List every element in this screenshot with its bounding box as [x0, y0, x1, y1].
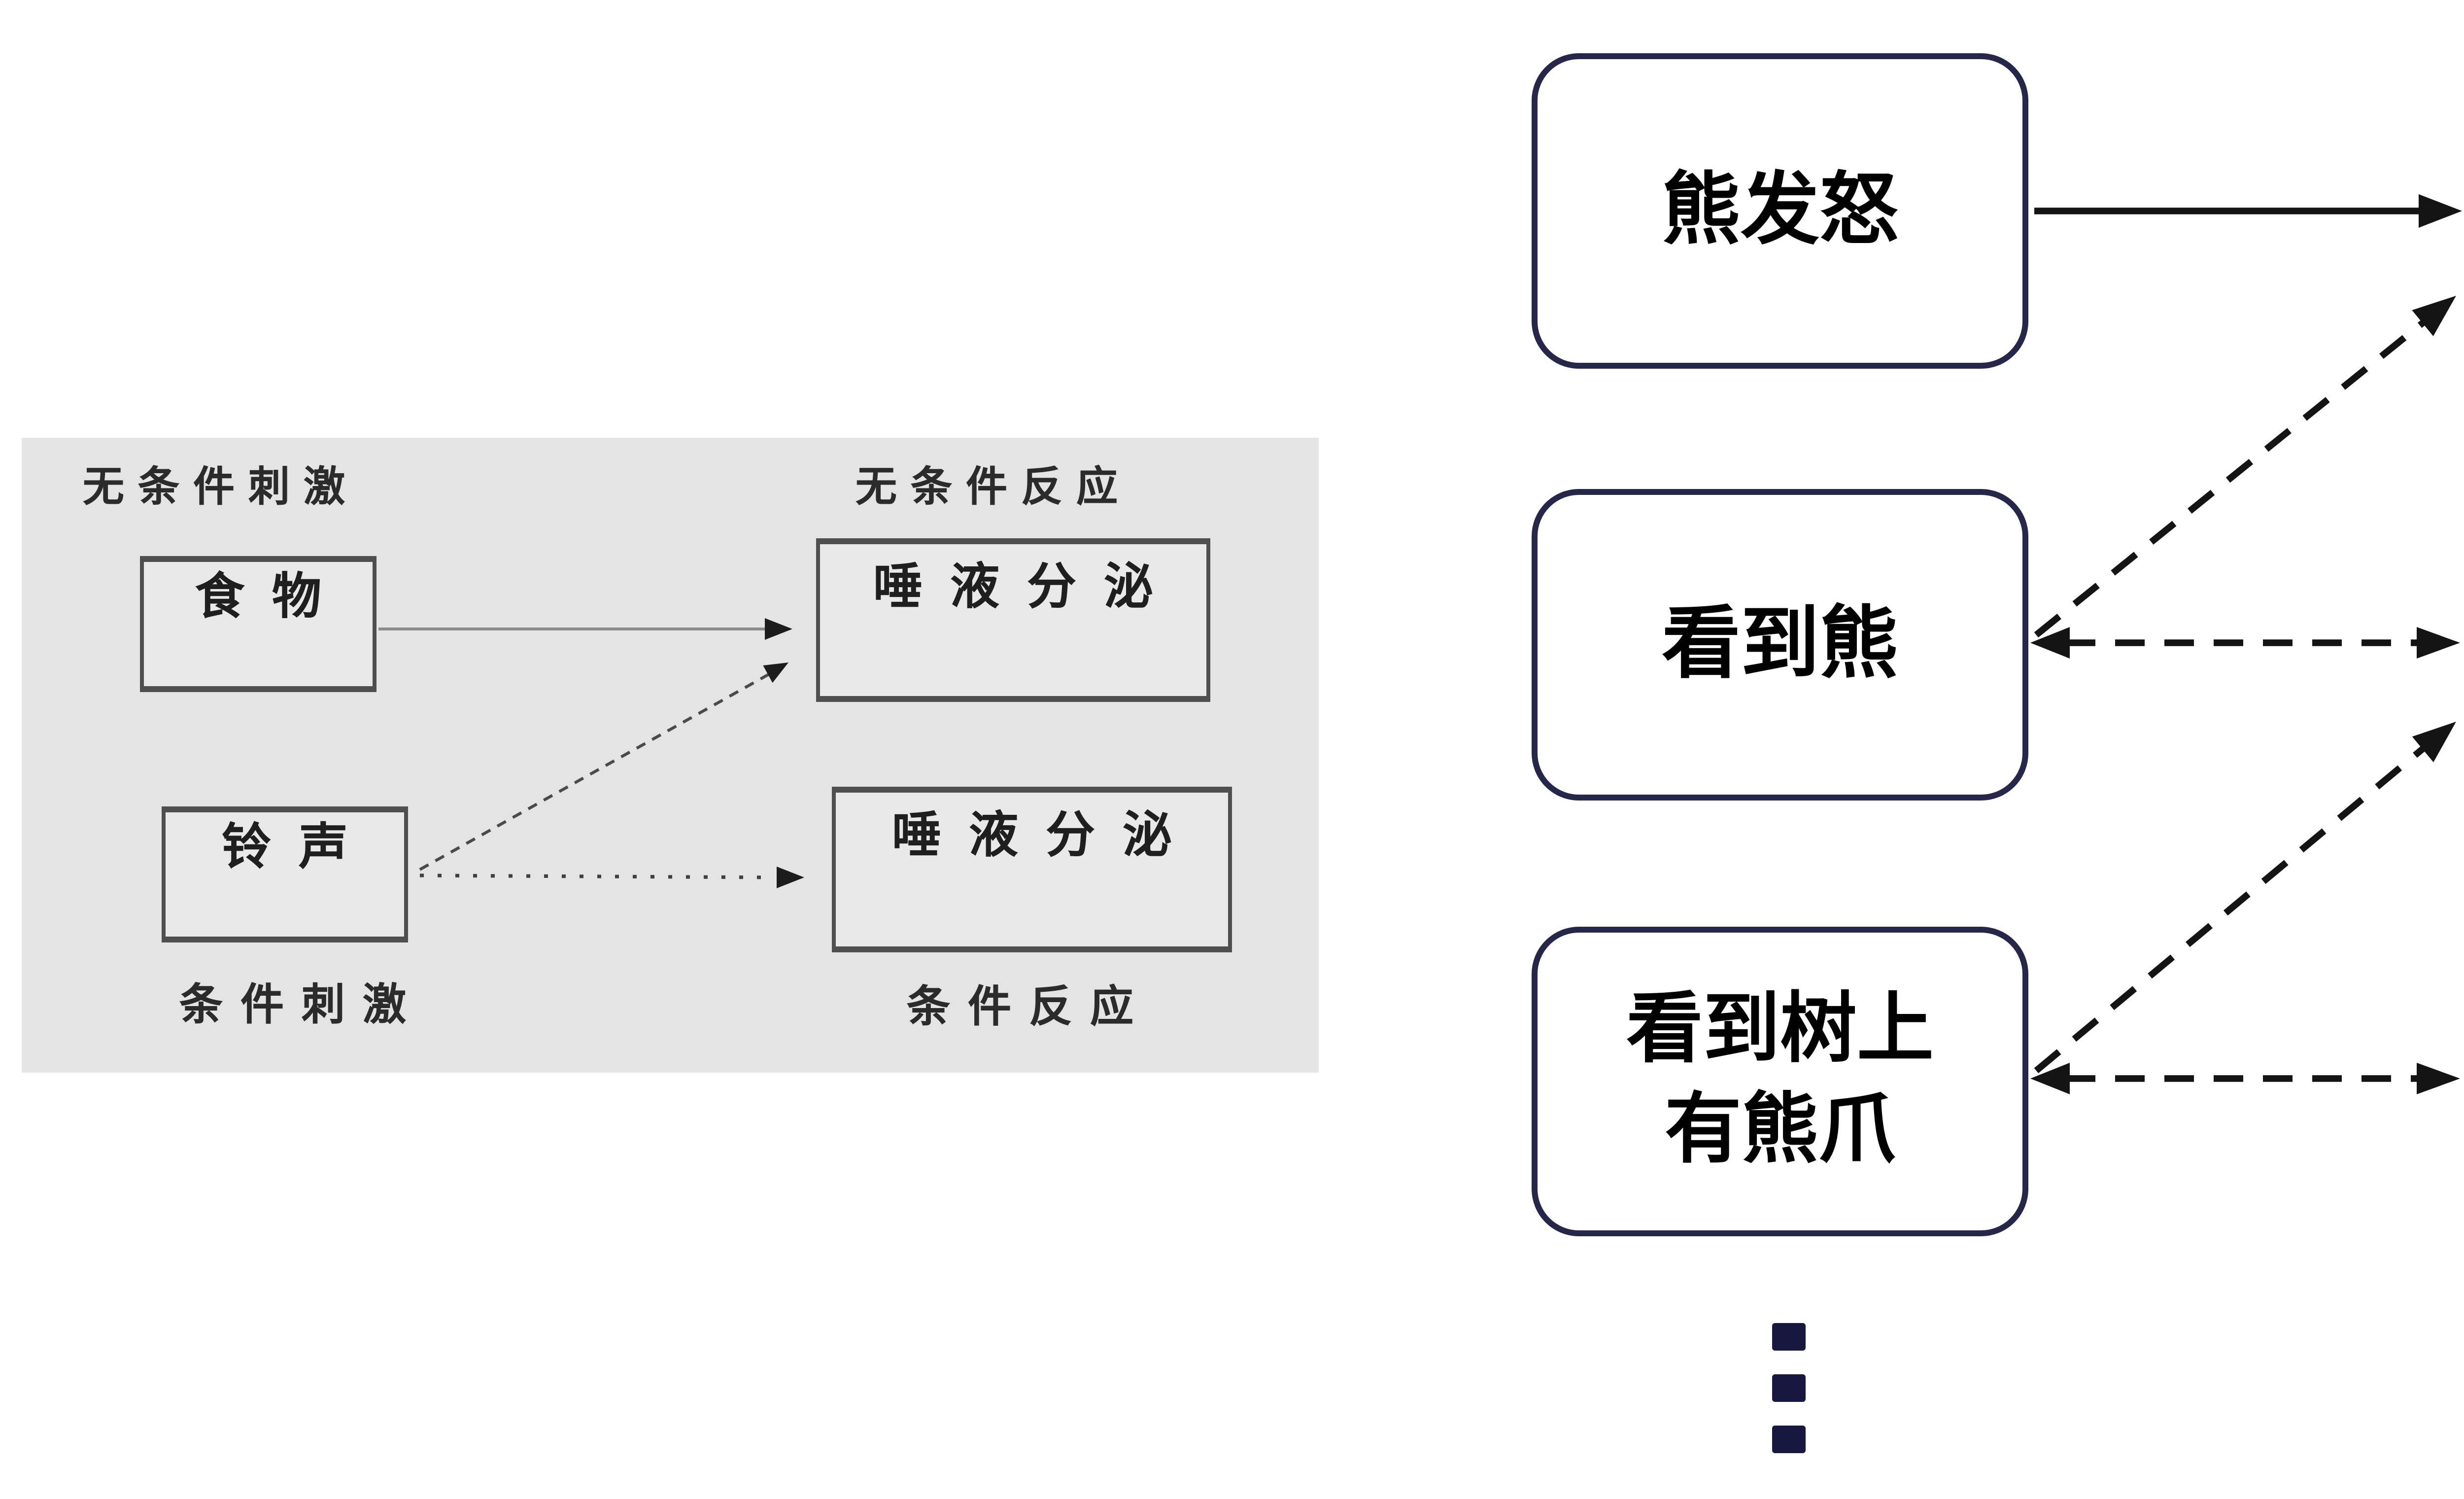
bell-box: 铃声: [162, 806, 408, 942]
dashed-arrow-bear-claw-to-vs-prime: [2034, 722, 2456, 1074]
food-box: 食物: [140, 556, 376, 692]
label-conditioned-stimulus: 条件刺激: [179, 980, 424, 1029]
food-box-label: 食物: [195, 570, 349, 625]
vertical-ellipsis-icon-left: [1772, 1323, 1806, 1453]
bell-box-label: 铃声: [221, 820, 376, 875]
saliva-conditioned-box: 唾液分泌: [832, 787, 1232, 952]
saliva-conditioned-label: 唾液分泌: [891, 808, 1199, 864]
dot-icon: [1772, 1323, 1806, 1351]
state-box-see-bear: 看到熊: [1532, 489, 2028, 801]
label-conditioned-response: 条件反应: [907, 982, 1152, 1031]
dot-icon: [1772, 1374, 1806, 1402]
dot-icon: [1772, 1426, 1806, 1453]
dashed-arrow-see-bear-to-reward: [2034, 296, 2456, 638]
pavlov-panel: 无条件刺激 无条件反应 条件刺激 条件反应 食物 唾液分泌 铃声 唾液分泌: [22, 438, 1319, 1073]
dashed-double-arrow-bear-claw-vs: [2030, 1063, 2460, 1094]
dashed-double-arrow-see-bear-vs-prime: [2030, 627, 2460, 659]
solid-arrow-bear-angry-to-reward: [2034, 194, 2462, 228]
label-unconditioned-stimulus: 无条件刺激: [83, 465, 359, 511]
saliva-unconditioned-label: 唾液分泌: [873, 560, 1181, 615]
state-see-bear-label: 看到熊: [1662, 599, 1898, 688]
state-box-bear-claw: 看到树上 有熊爪: [1532, 927, 2028, 1236]
label-unconditioned-response: 无条件反应: [856, 465, 1131, 511]
state-bear-angry-label: 熊发怒: [1662, 166, 1898, 254]
saliva-unconditioned-box: 唾液分泌: [816, 538, 1210, 702]
state-bear-claw-label: 看到树上 有熊爪: [1626, 987, 1934, 1172]
state-box-bear-angry: 熊发怒: [1532, 53, 2028, 369]
